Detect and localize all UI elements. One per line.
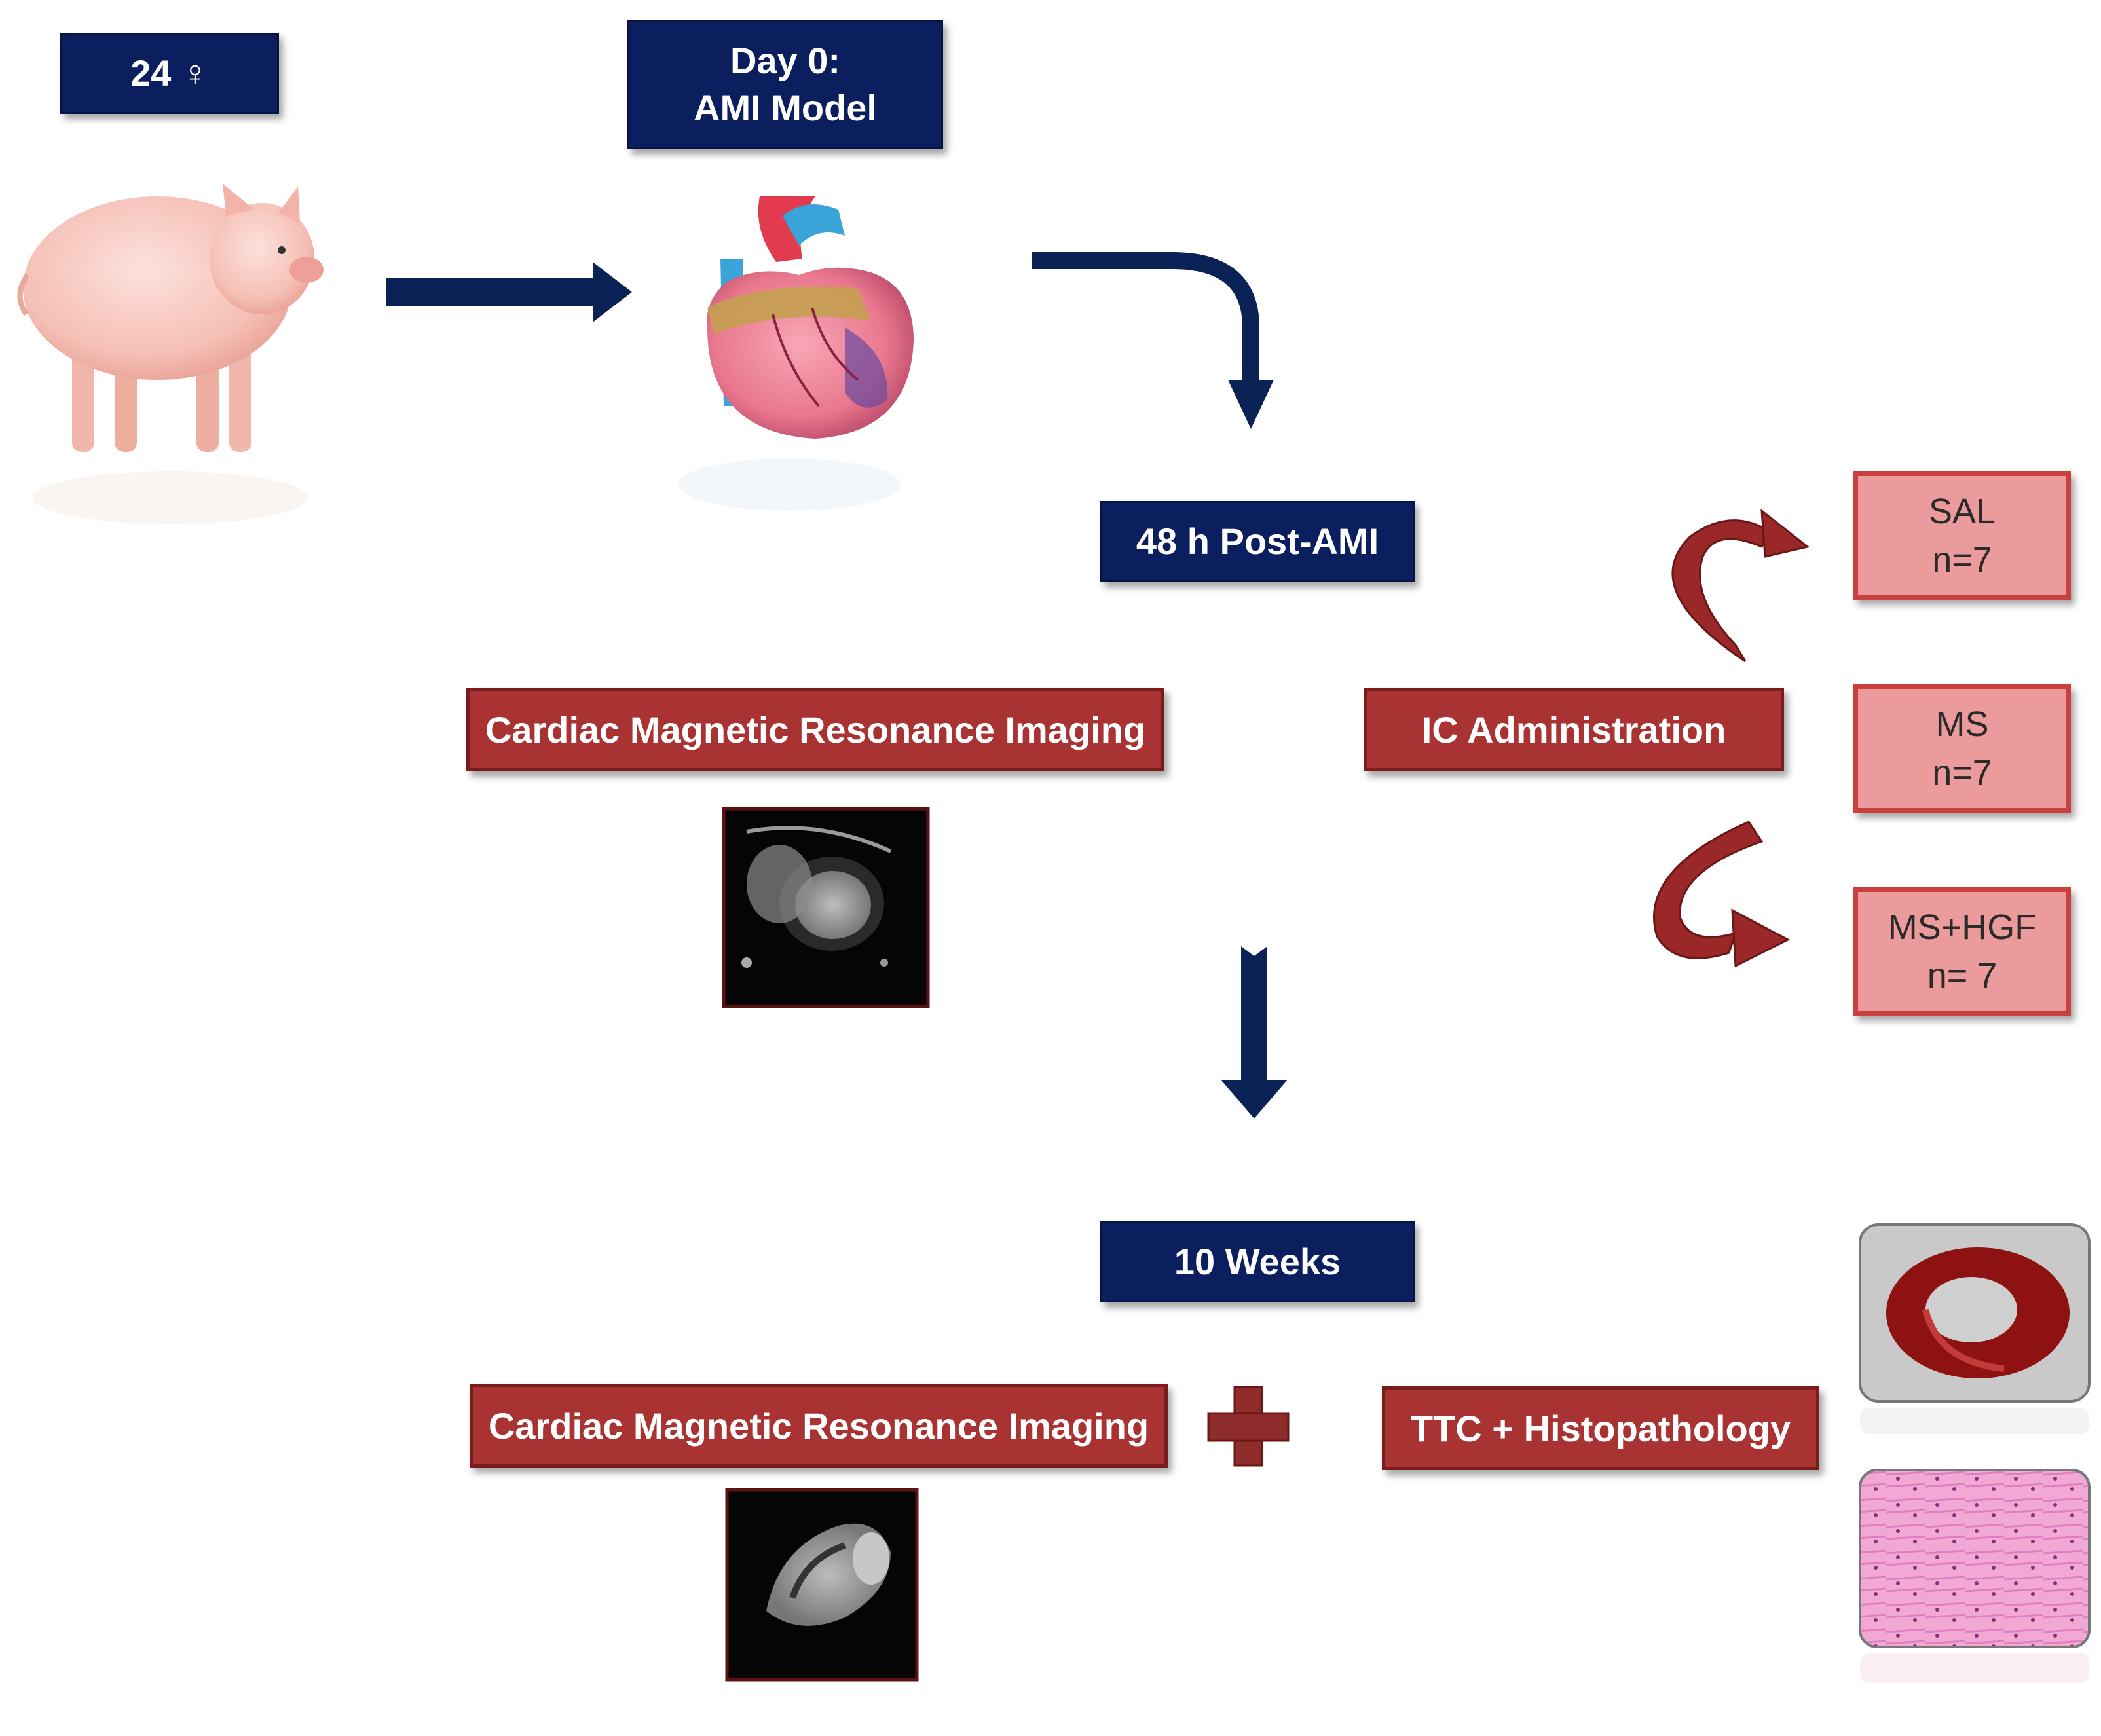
- ic-administration-label: IC Administration: [1421, 709, 1726, 750]
- day0-line1: Day 0:: [730, 40, 841, 81]
- curved-arrow-to-ms-hgf: [1653, 821, 1791, 968]
- heart-image: [678, 196, 914, 511]
- cmr-box-1: Cardiac Magnetic Resonance Imaging: [466, 688, 1164, 771]
- group-n: n= 7: [1927, 956, 1998, 995]
- cohort-box: 24 ♀: [60, 33, 279, 114]
- curved-arrow-to-sal: [1671, 508, 1810, 663]
- ttc-slice-image: [1859, 1223, 2091, 1434]
- group-n: n=7: [1932, 540, 1992, 580]
- pig-image: [17, 183, 324, 524]
- group-box-ms-hgf: MS+HGF n= 7: [1853, 887, 2071, 1016]
- day0-line2: AMI Model: [694, 87, 877, 128]
- arrow-bent-down: [1032, 252, 1274, 429]
- day0-box: Day 0: AMI Model: [627, 20, 943, 149]
- group-name: MS: [1935, 705, 1989, 744]
- cohort-label: 24 ♀: [130, 52, 209, 94]
- group-box-sal: SAL n=7: [1853, 471, 2071, 600]
- ic-administration-box: IC Administration: [1364, 688, 1784, 771]
- cmr-label-1: Cardiac Magnetic Resonance Imaging: [485, 709, 1146, 750]
- group-name: MS+HGF: [1887, 908, 2037, 947]
- ttc-histopathology-label: TTC + Histopathology: [1410, 1407, 1791, 1449]
- group-box-ms: MS n=7: [1853, 684, 2071, 813]
- arrow-down: [1221, 946, 1287, 1118]
- arrow-right-1: [386, 262, 632, 322]
- plus-sign: [1207, 1386, 1290, 1467]
- mri-long-axis-image: [725, 1488, 919, 1682]
- cmr-box-2: Cardiac Magnetic Resonance Imaging: [470, 1384, 1168, 1468]
- group-n: n=7: [1932, 753, 1992, 792]
- ten-weeks-box: 10 Weeks: [1100, 1221, 1415, 1302]
- post-ami-48h-label: 48 h Post-AMI: [1136, 521, 1379, 562]
- ttc-histopathology-box: TTC + Histopathology: [1382, 1386, 1819, 1470]
- post-ami-48h-box: 48 h Post-AMI: [1100, 501, 1415, 582]
- histology-image: [1859, 1469, 2091, 1683]
- group-name: SAL: [1928, 492, 1996, 531]
- cmr-label-2: Cardiac Magnetic Resonance Imaging: [488, 1405, 1149, 1447]
- ten-weeks-label: 10 Weeks: [1174, 1241, 1341, 1282]
- mri-short-axis-image: [722, 807, 930, 1008]
